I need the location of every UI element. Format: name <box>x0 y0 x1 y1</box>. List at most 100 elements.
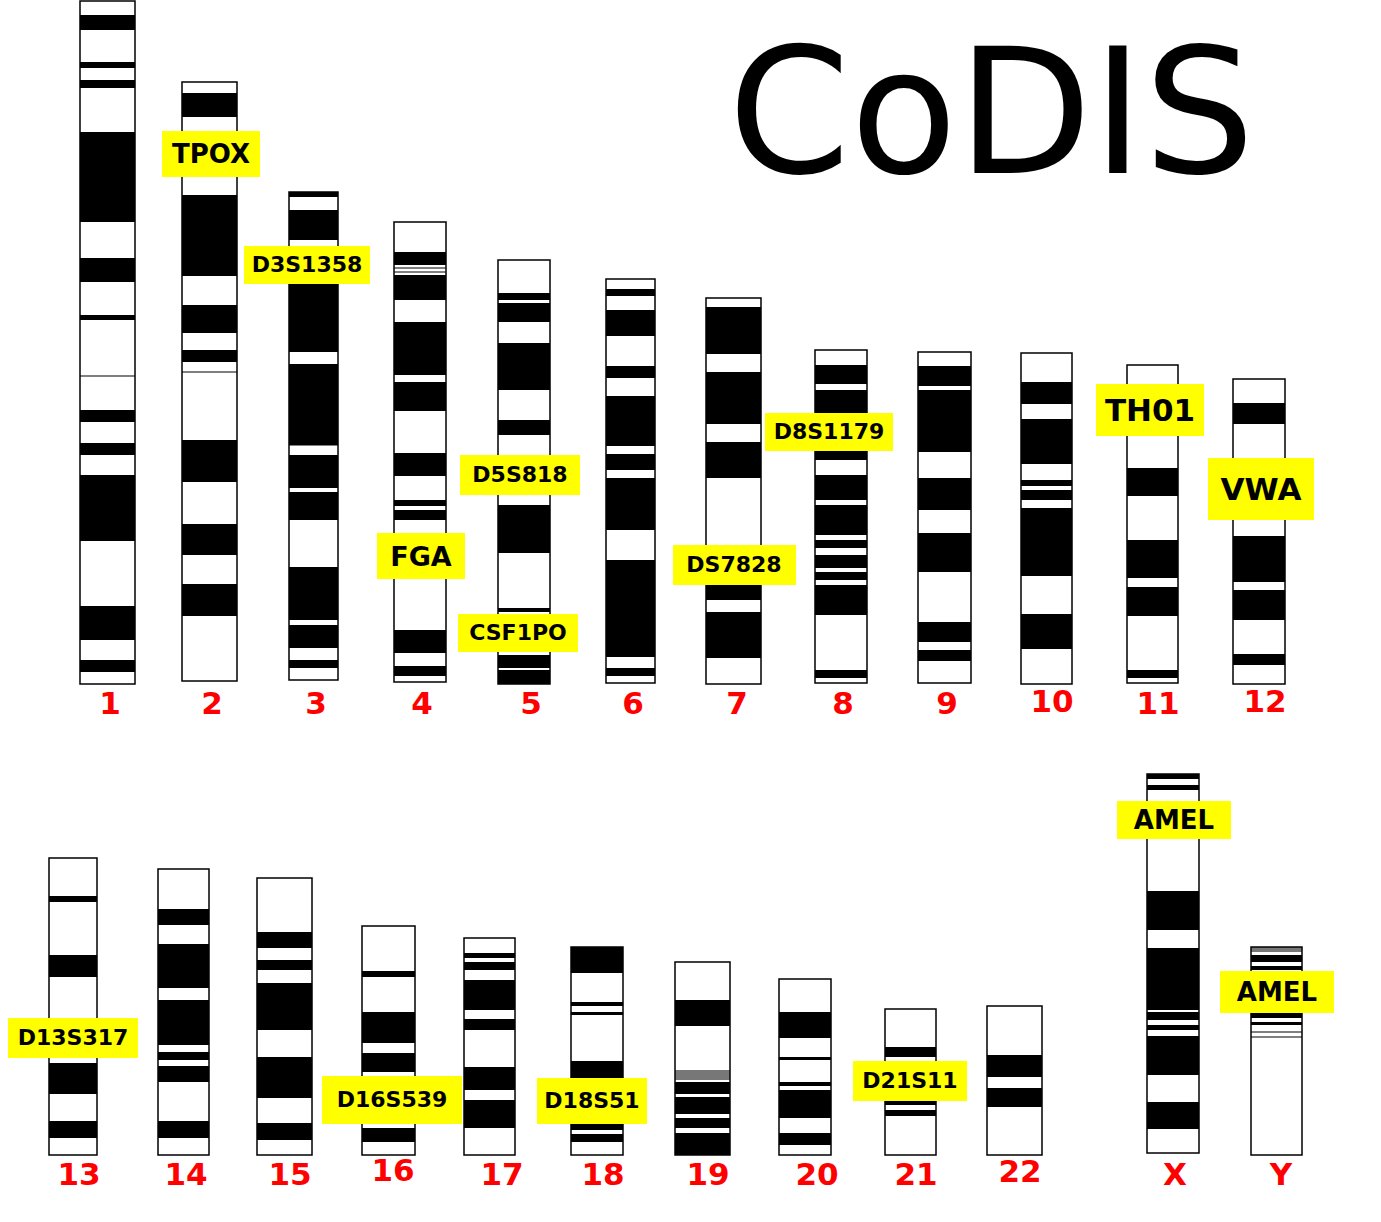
chromosome-number: 20 <box>795 1159 838 1190</box>
chromosome-band <box>675 1000 730 1026</box>
chromosome-outline <box>918 352 971 683</box>
locus-label: AMEL <box>1117 801 1231 839</box>
locus-label: D13S317 <box>8 1018 138 1058</box>
chromosome-band <box>182 524 237 555</box>
band-line <box>289 444 338 445</box>
chromosome <box>1021 353 1072 684</box>
chromosome <box>706 298 761 684</box>
chromosome-band <box>815 585 867 615</box>
chromosome-number: Y <box>1270 1159 1292 1190</box>
chromosome-band <box>606 454 655 470</box>
title: CoDIS <box>728 25 1255 200</box>
locus-label: FGA <box>377 533 465 579</box>
chromosome-band <box>779 1133 831 1145</box>
chromosome-band <box>158 1052 209 1060</box>
chromosome-outline <box>779 979 831 1155</box>
chromosome-band <box>289 492 338 520</box>
chromosome-band <box>779 1057 831 1060</box>
chromosome-band <box>49 955 97 977</box>
chromosome-band <box>1251 1022 1302 1025</box>
chromosome-band <box>1021 490 1072 500</box>
chromosome-band <box>394 510 446 520</box>
chromosome-number: 4 <box>411 688 433 719</box>
chromosome-band <box>80 660 135 672</box>
chromosome-band <box>571 1002 623 1006</box>
chromosome <box>158 869 209 1155</box>
chromosome-band <box>571 1134 623 1142</box>
chromosome-number: 7 <box>726 688 748 719</box>
chromosome-band <box>815 540 867 548</box>
chromosome-band <box>1147 891 1199 930</box>
chromosome-band <box>1147 785 1199 790</box>
chromosome-band <box>1147 1102 1199 1129</box>
chromosome-number: 6 <box>622 688 644 719</box>
chromosome-band <box>498 608 550 612</box>
chromosome-number: 9 <box>936 688 958 719</box>
chromosome-number: 5 <box>520 688 542 719</box>
chromosome-band <box>815 390 867 414</box>
locus-name: D21S11 <box>862 1070 957 1092</box>
chromosome-band <box>815 505 867 535</box>
locus-label: D21S11 <box>853 1061 967 1101</box>
chromosome-band <box>675 1070 730 1080</box>
chromosome-outline <box>257 878 312 1155</box>
chromosome-band <box>289 625 338 648</box>
chromosome-band <box>394 252 446 265</box>
chromosome-band <box>779 1082 831 1086</box>
chromosome-band <box>182 93 237 117</box>
chromosome-band <box>606 289 655 296</box>
chromosome-band <box>394 275 446 300</box>
locus-name: AMEL <box>1134 807 1214 833</box>
chromosome <box>464 938 515 1155</box>
chromosome-band <box>80 315 135 320</box>
chromosome <box>918 352 971 683</box>
chromosome-band <box>464 953 515 958</box>
chromosome-band <box>1233 403 1285 424</box>
chromosome-band <box>257 1057 312 1098</box>
band-line <box>394 267 446 268</box>
chromosome-number: 13 <box>57 1159 100 1190</box>
chromosome-band <box>80 410 135 422</box>
chromosome-band <box>706 612 761 658</box>
locus-name: DS7828 <box>686 554 781 576</box>
chromosome-band <box>158 1066 209 1082</box>
chromosome-band <box>362 1053 415 1072</box>
chromosome <box>49 858 97 1155</box>
chromosome-band <box>1127 670 1178 678</box>
chromosome-band <box>464 1100 515 1128</box>
chromosome-band <box>606 366 655 378</box>
band-line <box>1251 1031 1302 1032</box>
chromosome <box>606 279 655 683</box>
chromosome-band <box>1021 382 1072 404</box>
chromosome-number: 19 <box>686 1159 729 1190</box>
chromosome-band <box>1251 966 1302 970</box>
locus-name: D5S818 <box>472 464 567 486</box>
chromosome-band <box>606 560 655 657</box>
chromosome-band <box>49 1063 97 1094</box>
chromosome-band <box>289 660 338 668</box>
chromosome-band <box>571 1061 623 1078</box>
chromosome-band <box>464 980 515 1010</box>
chromosome-band <box>80 258 135 282</box>
chromosome-band <box>815 365 867 384</box>
locus-label: AMEL <box>1220 971 1334 1013</box>
chromosome-band <box>606 478 655 530</box>
chromosome-band <box>1021 614 1072 649</box>
chromosome-band <box>182 305 237 333</box>
locus-name: TPOX <box>172 141 250 167</box>
chromosome <box>80 1 135 684</box>
chromosome-band <box>918 478 971 510</box>
chromosome-band <box>289 210 338 240</box>
chromosome-band <box>918 622 971 642</box>
chromosome-band <box>49 1121 97 1138</box>
band-line <box>1251 1036 1302 1037</box>
chromosome-band <box>1021 480 1072 486</box>
chromosome-band <box>80 132 135 222</box>
locus-name: AMEL <box>1237 979 1317 1005</box>
chromosome-outline <box>675 962 730 1155</box>
band-line <box>80 375 135 376</box>
chromosome-band <box>571 947 623 973</box>
locus-label: CSF1PO <box>458 614 578 652</box>
chromosome-number: 18 <box>581 1159 624 1190</box>
